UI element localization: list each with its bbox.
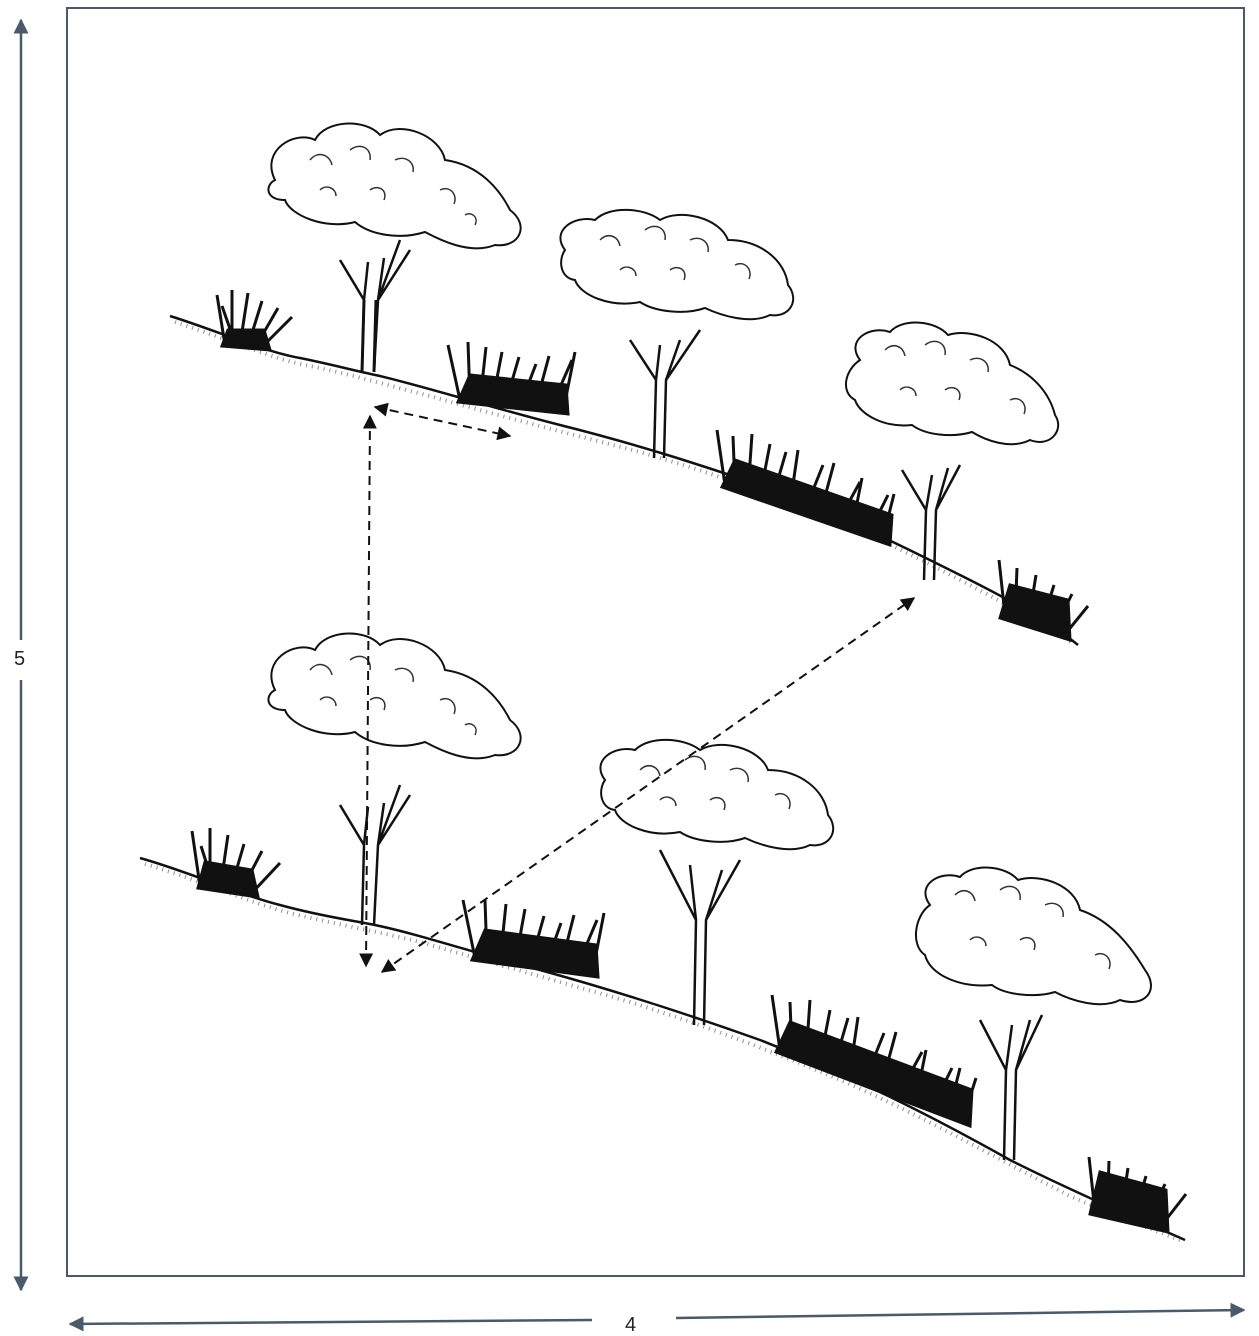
arrow-diagonal [380, 597, 916, 973]
tree-canopy [914, 866, 1152, 1006]
upper-grass-1 [215, 290, 294, 352]
arrow-vertical [359, 414, 377, 968]
lower-grass-1 [190, 828, 282, 899]
upper-tree-1 [267, 122, 522, 373]
arrow-along-slope [373, 402, 512, 441]
dashed-arrows [359, 402, 916, 973]
tree-canopy [845, 321, 1060, 446]
tree-canopy [267, 122, 522, 250]
width-dimension-right [675, 1302, 1246, 1320]
upper-hillslope [169, 122, 1090, 646]
lower-tree-3 [914, 866, 1152, 1161]
upper-tree-2 [559, 208, 795, 459]
lower-ground-line [139, 856, 1186, 1242]
width-dimension-left [68, 1316, 593, 1332]
figure-frame [66, 7, 1245, 1277]
upper-ground-line [169, 314, 1079, 646]
lower-grass-3 [770, 994, 978, 1129]
width-dimension-label: 4 [625, 1314, 637, 1336]
upper-tree-3 [845, 321, 1060, 581]
tree-canopy [559, 208, 795, 321]
upper-grass-4 [997, 559, 1090, 643]
lower-grass-4 [1087, 1156, 1188, 1234]
dimension-arrows [13, 18, 1246, 1332]
upper-grass-3 [715, 429, 896, 548]
height-dimension-label: 5 [14, 648, 26, 670]
